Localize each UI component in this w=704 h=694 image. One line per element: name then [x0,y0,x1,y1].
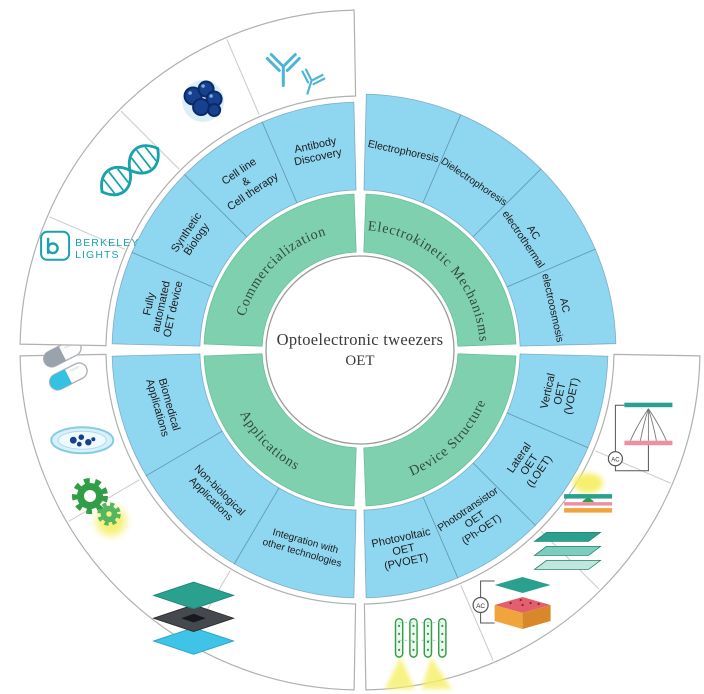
arc-device-structure [363,353,517,507]
gears-icon [72,478,126,536]
field-line [647,408,657,441]
field-line [648,408,667,441]
field-line [639,408,649,441]
outer-ring-commercialization [19,9,357,347]
outer-ring-divider [595,450,671,484]
berkeley-logo-mark [40,230,71,261]
antibody-icon [265,53,326,95]
ac-source [472,596,489,614]
berkeley-logo-text2: LIGHTS [75,249,120,261]
field-line [629,408,649,441]
berkeley-logo-text1: BERKELEY [75,237,139,249]
light-beam [384,657,416,690]
center-circle [265,255,455,445]
ac-field-icon: AC [607,402,673,472]
pills-icon [43,339,88,391]
glow-electrode-icon [564,473,613,513]
dna-icon [100,144,160,197]
segment-ac-electroosmosis [506,248,617,347]
green-layers-icon [533,532,602,570]
cells-icon [182,80,225,122]
outer-ring-divider [460,585,494,661]
layered-chip-icon [152,581,236,655]
antibody-large [265,53,301,87]
segment-biomedical-applications [111,353,223,477]
arc-commercialization [203,193,357,347]
light-beam [421,657,452,690]
light-glow [573,473,604,494]
ac-source-label: AC [611,457,620,463]
ac-source-label: AC [476,603,485,610]
outer-ring-divider [226,39,260,115]
arc-applications [203,353,357,507]
segment-photovoltaic-oet [363,496,459,599]
outer-ring-divider [120,110,180,170]
outer-ring-divider [49,216,125,250]
petri-dish-icon [50,426,115,455]
pill-cyan [49,362,88,391]
ac-chip-icon: AC [472,577,551,629]
arc-electrokinetic-mechanisms [363,193,517,347]
pillar-array-icon [384,617,452,690]
ac-source [607,451,624,467]
antibody-small [301,68,326,95]
segment-antibody-discovery [261,101,357,204]
